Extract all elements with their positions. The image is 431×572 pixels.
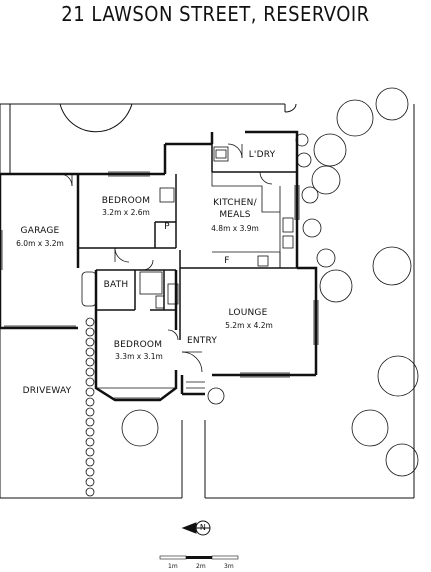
driveway-label: DRIVEWAY <box>22 386 72 396</box>
lounge-label: LOUNGE <box>228 308 268 318</box>
scale-bar <box>159 555 239 560</box>
kitchen-label: KITCHEN/ <box>213 198 257 208</box>
bedroom-2-size: 3.3m x 3.1m <box>115 352 163 361</box>
bedroom-2-label: BEDROOM <box>113 340 163 350</box>
kitchen-size: 4.8m x 3.9m <box>211 224 259 233</box>
garage-size: 6.0m x 3.2m <box>16 239 64 248</box>
lounge-size: 5.2m x 4.2m <box>225 321 273 330</box>
meals-label: MEALS <box>219 210 251 220</box>
door-swing <box>59 173 73 187</box>
pantry-label: P <box>164 222 170 232</box>
bedroom-1-size: 3.2m x 2.6m <box>102 208 150 217</box>
bathtub <box>81 271 97 307</box>
sink <box>257 255 269 267</box>
door-swing <box>227 143 243 159</box>
entry-label: ENTRY <box>186 336 218 346</box>
compass-north-label: N <box>199 523 207 532</box>
door-swing <box>114 247 130 263</box>
door-swing <box>181 351 203 373</box>
trees <box>121 87 419 477</box>
bath-label: BATH <box>103 280 129 290</box>
north-compass <box>181 520 211 536</box>
house-walls <box>0 130 318 402</box>
bedroom-1-label: BEDROOM <box>101 196 151 206</box>
tree-outline <box>59 103 133 133</box>
scale-label-1m: 1m <box>168 563 178 570</box>
page-title: 21 LAWSON STREET, RESERVOIR <box>61 2 370 26</box>
internal-walls <box>78 144 297 340</box>
hedge <box>85 133 336 497</box>
scale-label-3m: 3m <box>224 563 234 570</box>
garage-label: GARAGE <box>20 226 60 236</box>
laundry-label: L'DRY <box>248 150 276 160</box>
scale-label-2m: 2m <box>196 563 206 570</box>
fridge-label: F <box>224 256 230 266</box>
